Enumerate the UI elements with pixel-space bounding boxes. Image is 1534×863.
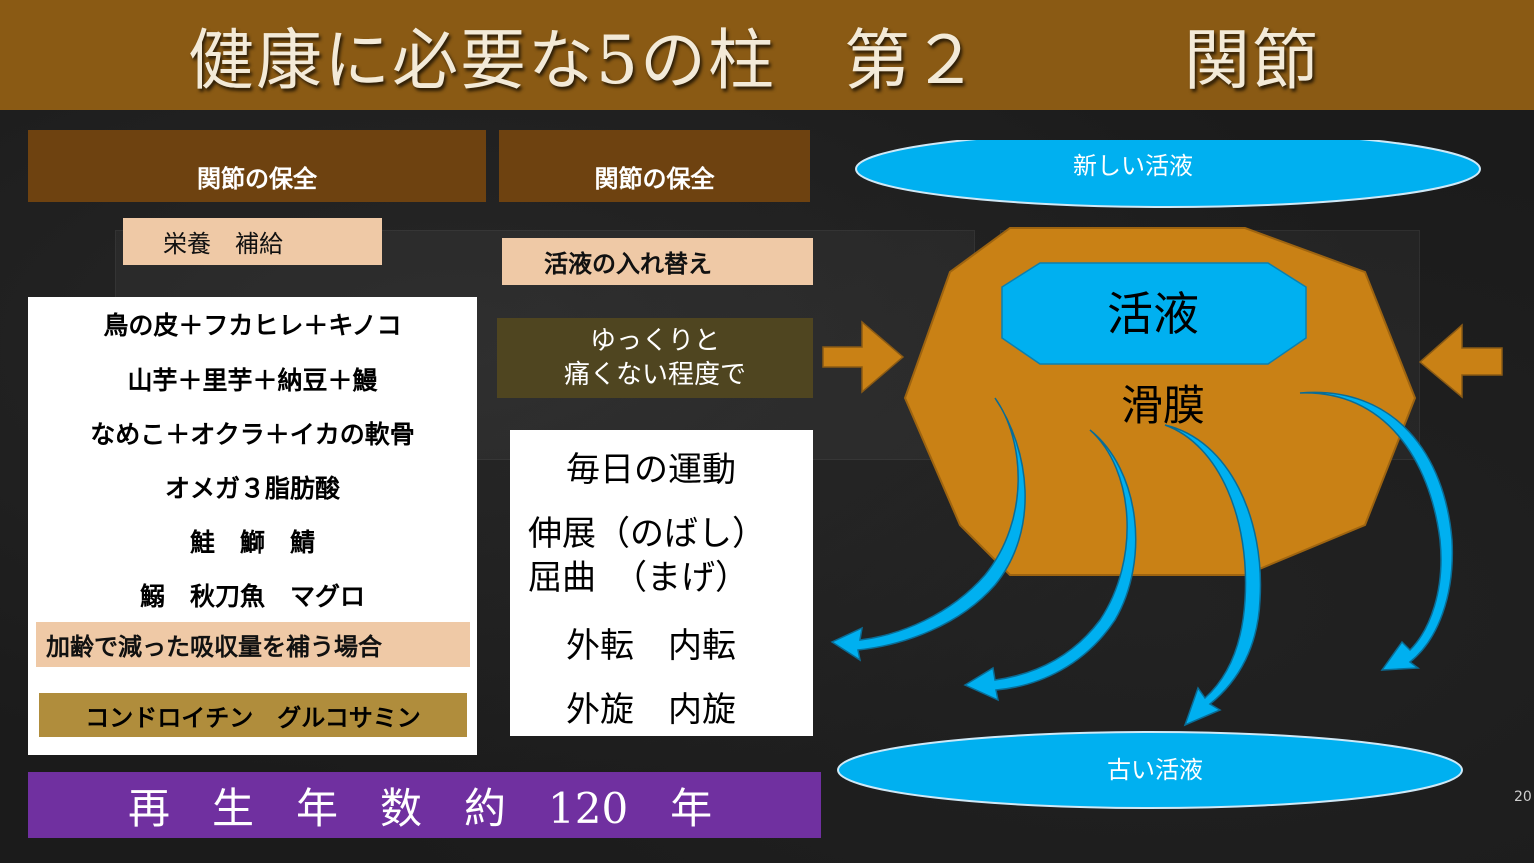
new-fluid-label: 新しい活液 [1073,152,1193,180]
outflow-arrow-3 [1164,424,1262,727]
old-fluid-ellipse [837,731,1463,809]
nutrition-label: 栄養 補給 [123,218,382,265]
food-panel: 鳥の皮＋フカヒレ＋キノコ 山芋＋里芋＋納豆＋鰻 なめこ＋オクラ＋イカの軟骨 オメ… [28,297,477,755]
inner-fluid-shape [1001,262,1307,365]
method-box: ゆっくりと 痛くない程度で [497,318,813,398]
left-header: 関節の保全 [28,130,486,202]
right-press-arrow [1418,323,1503,399]
joint-diagram: 新しい活液 活液 滑膜 古い活液 [822,140,1503,809]
outflow-arrow-4 [1299,391,1454,671]
elderly-note: 加齢で減った吸収量を補う場合 [36,622,470,667]
exercise-title: 毎日の運動 [566,450,736,490]
page-number: 20 [1514,789,1532,805]
membrane-label: 滑膜 [1121,381,1205,430]
exercise-rotation: 外旋 内旋 [566,690,736,730]
outflow-arrow-1 [830,397,1026,662]
food-line-5: 鮭 鰤 鯖 [189,528,315,557]
fluid-exchange-label: 活液の入れ替え [502,238,813,285]
food-line-1: 鳥の皮＋フカヒレ＋キノコ [103,311,402,340]
food-line-4: オメガ３脂肪酸 [164,474,340,503]
middle-header: 関節の保全 [499,130,810,202]
regeneration-banner: 再 生 年 数 約 120 年 [28,772,821,838]
exercise-abduction: 外転 内転 [566,626,736,666]
page-title: 健康に必要な5の柱 第２ 関節 [188,22,1320,99]
exercise-flexion: 屈曲 （まげ） [528,558,749,598]
food-line-6: 鰯 秋刀魚 マグロ [139,582,365,611]
left-press-arrow [822,320,905,394]
exercise-panel: 毎日の運動 伸展（のばし） 屈曲 （まげ） 外転 内転 外旋 内旋 [510,430,813,736]
title-bar: 健康に必要な5の柱 第２ 関節 [0,0,1534,110]
old-fluid-label: 古い活液 [1107,756,1203,784]
outflow-arrow-2 [963,429,1137,702]
supplements-box: コンドロイチン グルコサミン [36,690,470,740]
food-line-2: 山芋＋里芋＋納豆＋鰻 [127,366,378,395]
new-fluid-ellipse [855,140,1481,208]
food-line-3: なめこ＋オクラ＋イカの軟骨 [90,420,415,449]
inner-fluid-label: 活液 [1107,287,1199,341]
exercise-extension: 伸展（のばし） [528,514,766,554]
